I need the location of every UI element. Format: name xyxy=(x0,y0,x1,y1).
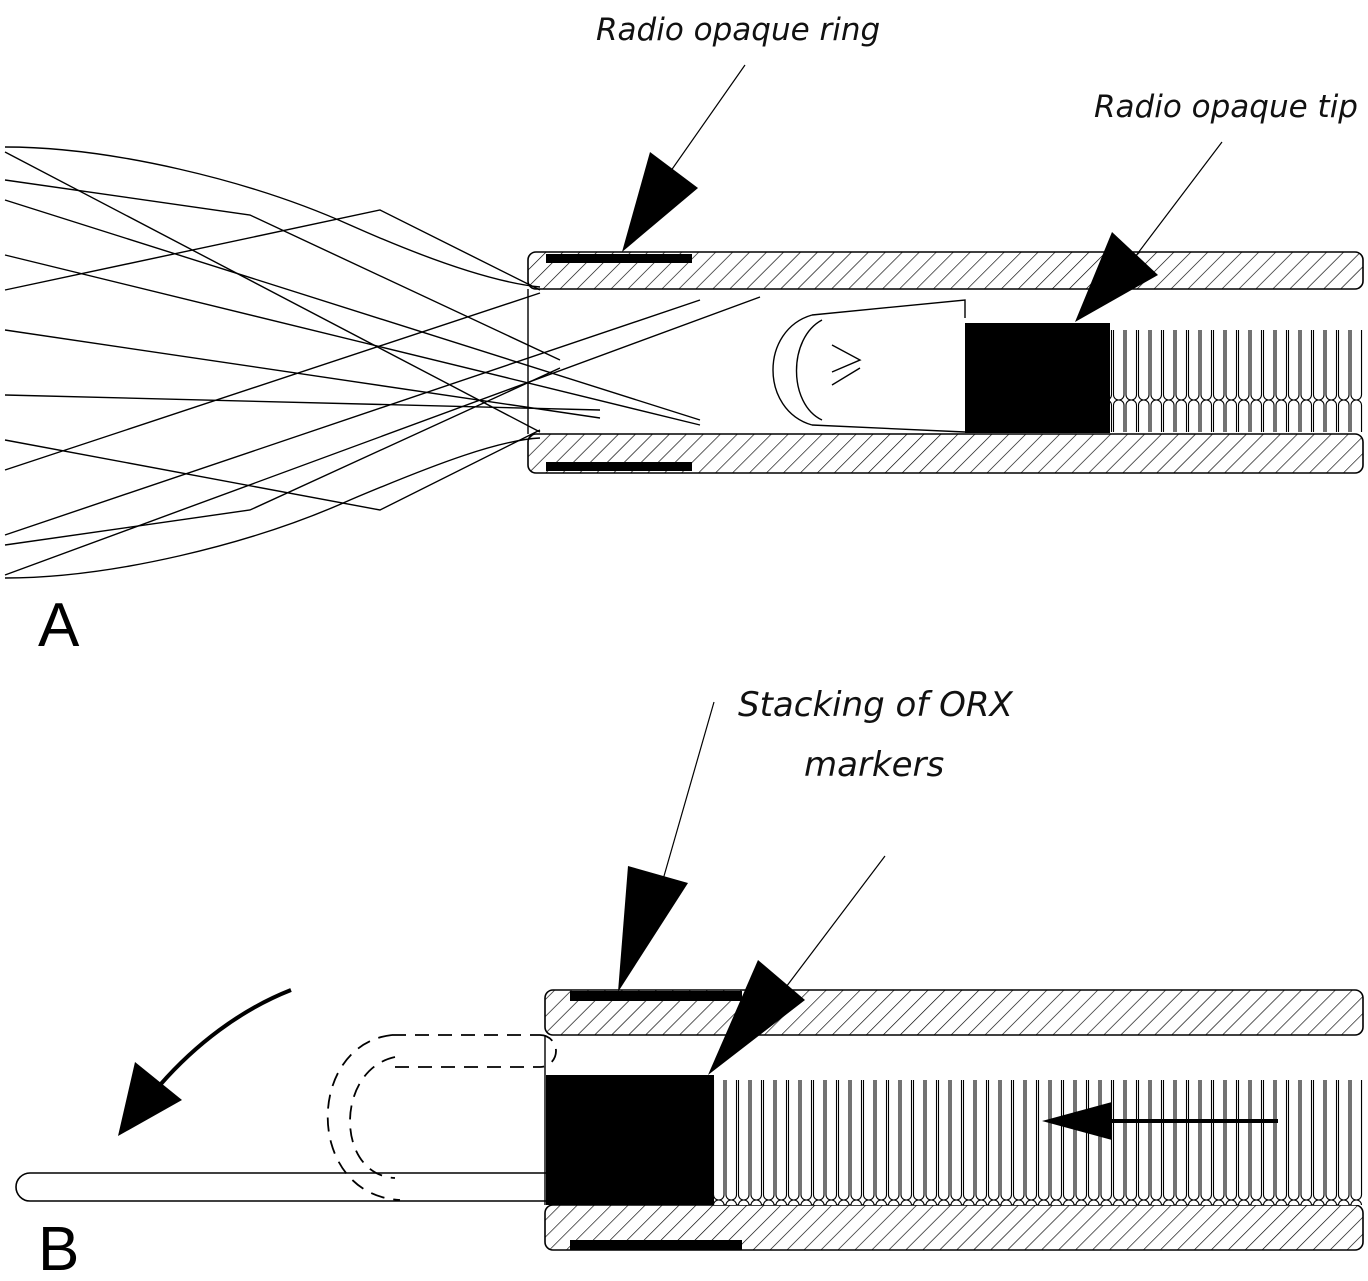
sheath-a xyxy=(527,251,1364,474)
radio-opaque-ring-bottom-b xyxy=(570,1240,742,1250)
withdraw-arrow-curve xyxy=(158,988,292,1087)
stacking-arrow-1-icon xyxy=(618,866,688,992)
stacking-label-line2: markers xyxy=(804,745,944,785)
radio-opaque-ring-bottom xyxy=(546,462,692,471)
panel-letter-b: B xyxy=(38,1215,79,1281)
stacked-marker xyxy=(546,1075,714,1205)
stent-mesh xyxy=(4,146,761,579)
ghost-hook xyxy=(326,1034,557,1201)
radio-opaque-ring-top-b xyxy=(570,991,742,1001)
withdraw-arrow-icon xyxy=(118,1062,182,1136)
ring-arrow-icon xyxy=(622,152,698,252)
ring-label: Radio opaque ring xyxy=(596,12,880,48)
stacking-arrow-2-icon xyxy=(708,960,805,1075)
pusher-wire xyxy=(15,1172,548,1202)
panel-b: Stacking of ORX markers B xyxy=(15,685,1364,1281)
panel-a: Radio opaque ring Radio opaque tip A xyxy=(4,12,1364,660)
stacking-label-line1: Stacking of ORX xyxy=(738,685,1013,725)
radio-opaque-tip xyxy=(965,323,1110,433)
radio-opaque-ring-top xyxy=(546,254,692,263)
coil-a xyxy=(1110,330,1363,432)
panel-letter-a: A xyxy=(38,591,80,660)
delivery-hook-a xyxy=(772,299,966,433)
tip-label: Radio opaque tip xyxy=(1094,89,1358,125)
stacking-leader-line-1 xyxy=(659,701,715,891)
tip-arrow-icon xyxy=(1075,232,1158,322)
coil-b xyxy=(714,1080,1363,1205)
stacking-leader-line-2 xyxy=(779,855,886,996)
coil-direction-arrow-icon xyxy=(1042,1102,1112,1140)
